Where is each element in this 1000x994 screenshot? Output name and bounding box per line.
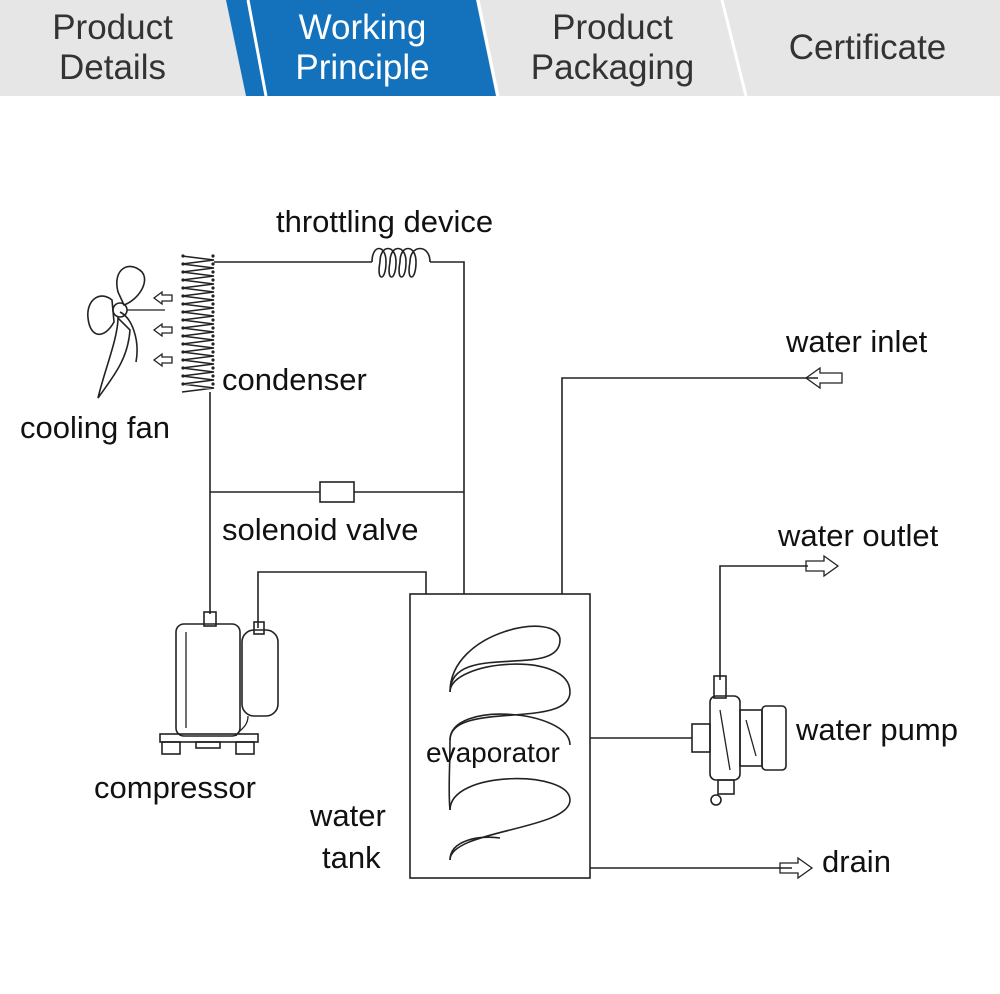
label-solenoid-valve: solenoid valve bbox=[222, 512, 418, 547]
condenser-coil-icon bbox=[180, 252, 215, 393]
tab-product-packaging[interactable]: Product Packaging bbox=[530, 8, 695, 87]
tab-certificate[interactable]: Certificate bbox=[788, 28, 947, 67]
label-water-outlet: water outlet bbox=[777, 518, 939, 553]
throttling-coil-icon bbox=[371, 247, 431, 278]
tab-bar-background bbox=[0, 0, 1000, 96]
arrow-icon bbox=[804, 366, 843, 390]
water-tank bbox=[409, 593, 591, 879]
airflow-arrows bbox=[152, 290, 173, 368]
tab-working-principle[interactable]: Working Principle bbox=[295, 8, 430, 87]
label-water-inlet: water inlet bbox=[785, 324, 928, 359]
label-throttling-device: throttling device bbox=[276, 204, 493, 239]
label-drain: drain bbox=[822, 844, 891, 879]
water-pump-icon bbox=[691, 675, 787, 806]
tab-bar: Product Details Working Principle Produc… bbox=[0, 0, 1000, 96]
label-evaporator: evaporator bbox=[426, 737, 560, 768]
label-water-tank-line1: water bbox=[309, 798, 386, 833]
label-water-pump: water pump bbox=[795, 712, 958, 747]
fan-icon bbox=[87, 265, 165, 399]
refrigerant-piping bbox=[209, 261, 465, 628]
working-principle-diagram: throttling device condenser cooling fan … bbox=[20, 204, 958, 880]
label-compressor: compressor bbox=[94, 770, 256, 805]
label-water-tank-line2: tank bbox=[322, 840, 381, 875]
compressor-icon bbox=[159, 611, 279, 755]
tab-product-details[interactable]: Product Details bbox=[52, 8, 173, 87]
label-cooling-fan: cooling fan bbox=[20, 410, 170, 445]
tab-active-background bbox=[226, 0, 496, 96]
evaporator-coil bbox=[448, 625, 571, 861]
arrow-icon bbox=[805, 554, 840, 578]
label-condenser: condenser bbox=[222, 362, 367, 397]
arrow-icon bbox=[779, 856, 814, 880]
solenoid-valve-icon bbox=[319, 481, 355, 503]
